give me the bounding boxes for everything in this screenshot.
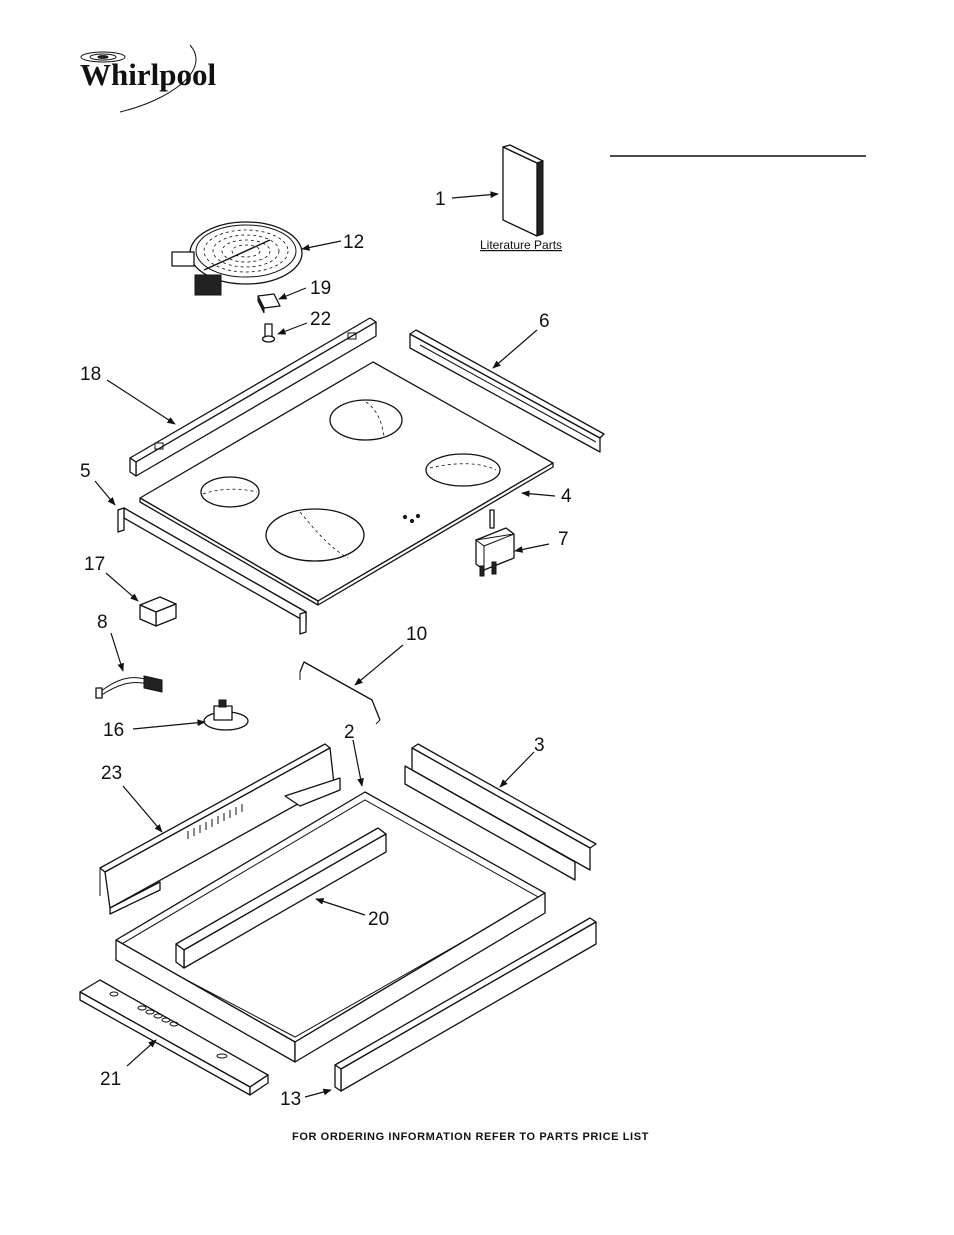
callout-2: 2 — [344, 722, 355, 743]
control-panel-bracket — [79, 979, 269, 1096]
callout-21: 21 — [100, 1069, 121, 1090]
callout-16: 16 — [103, 720, 124, 741]
burner-rear-left — [329, 399, 403, 441]
right-side-trim — [409, 329, 605, 453]
callout-leaders — [94, 191, 556, 1098]
inner-support-channel — [175, 827, 387, 969]
callout-19: 19 — [310, 278, 331, 299]
literature-parts-booklet — [502, 144, 544, 237]
rear-trim-channel — [129, 317, 377, 477]
literature-parts-label: Literature Parts — [480, 238, 562, 252]
burner-front-left — [200, 476, 260, 508]
mounting-screw — [261, 323, 276, 343]
whirlpool-logo: Whirlpool — [80, 44, 216, 113]
infinite-switch — [474, 509, 515, 577]
glass-cooktop — [139, 361, 554, 606]
brand-logo-text: Whirlpool — [80, 57, 216, 92]
element-clip — [257, 293, 281, 314]
rear-frame-panel — [99, 743, 341, 915]
burner-front-large — [265, 508, 365, 562]
front-trim-channel — [117, 507, 307, 635]
limiter-switch — [203, 699, 249, 731]
callout-10: 10 — [406, 624, 427, 645]
callout-3: 3 — [534, 735, 545, 756]
callout-20: 20 — [368, 909, 389, 930]
callout-6: 6 — [539, 311, 550, 332]
front-rail — [334, 917, 597, 1092]
right-side-rail — [404, 743, 597, 881]
callout-22: 22 — [310, 309, 331, 330]
callout-13: 13 — [280, 1089, 301, 1110]
terminal-bracket — [139, 596, 177, 627]
burner-rear-right — [425, 453, 501, 487]
callout-12: 12 — [343, 232, 364, 253]
main-chassis-tray — [115, 791, 546, 1063]
callout-7: 7 — [558, 529, 569, 550]
support-bracket — [299, 661, 381, 725]
callout-4: 4 — [561, 486, 572, 507]
callout-17: 17 — [84, 554, 105, 575]
callout-18: 18 — [80, 364, 101, 385]
callout-1: 1 — [435, 189, 446, 210]
callout-5: 5 — [80, 461, 91, 482]
radiant-surface-element — [171, 221, 303, 296]
vent-slots — [187, 804, 243, 839]
wire-harness — [95, 675, 163, 699]
ordering-info-footer: FOR ORDERING INFORMATION REFER TO PARTS … — [292, 1131, 649, 1143]
callout-8: 8 — [97, 612, 108, 633]
callout-labels: 1 12 19 22 6 18 5 4 7 17 8 10 16 2 3 23 … — [80, 189, 572, 1110]
callout-23: 23 — [101, 763, 122, 784]
